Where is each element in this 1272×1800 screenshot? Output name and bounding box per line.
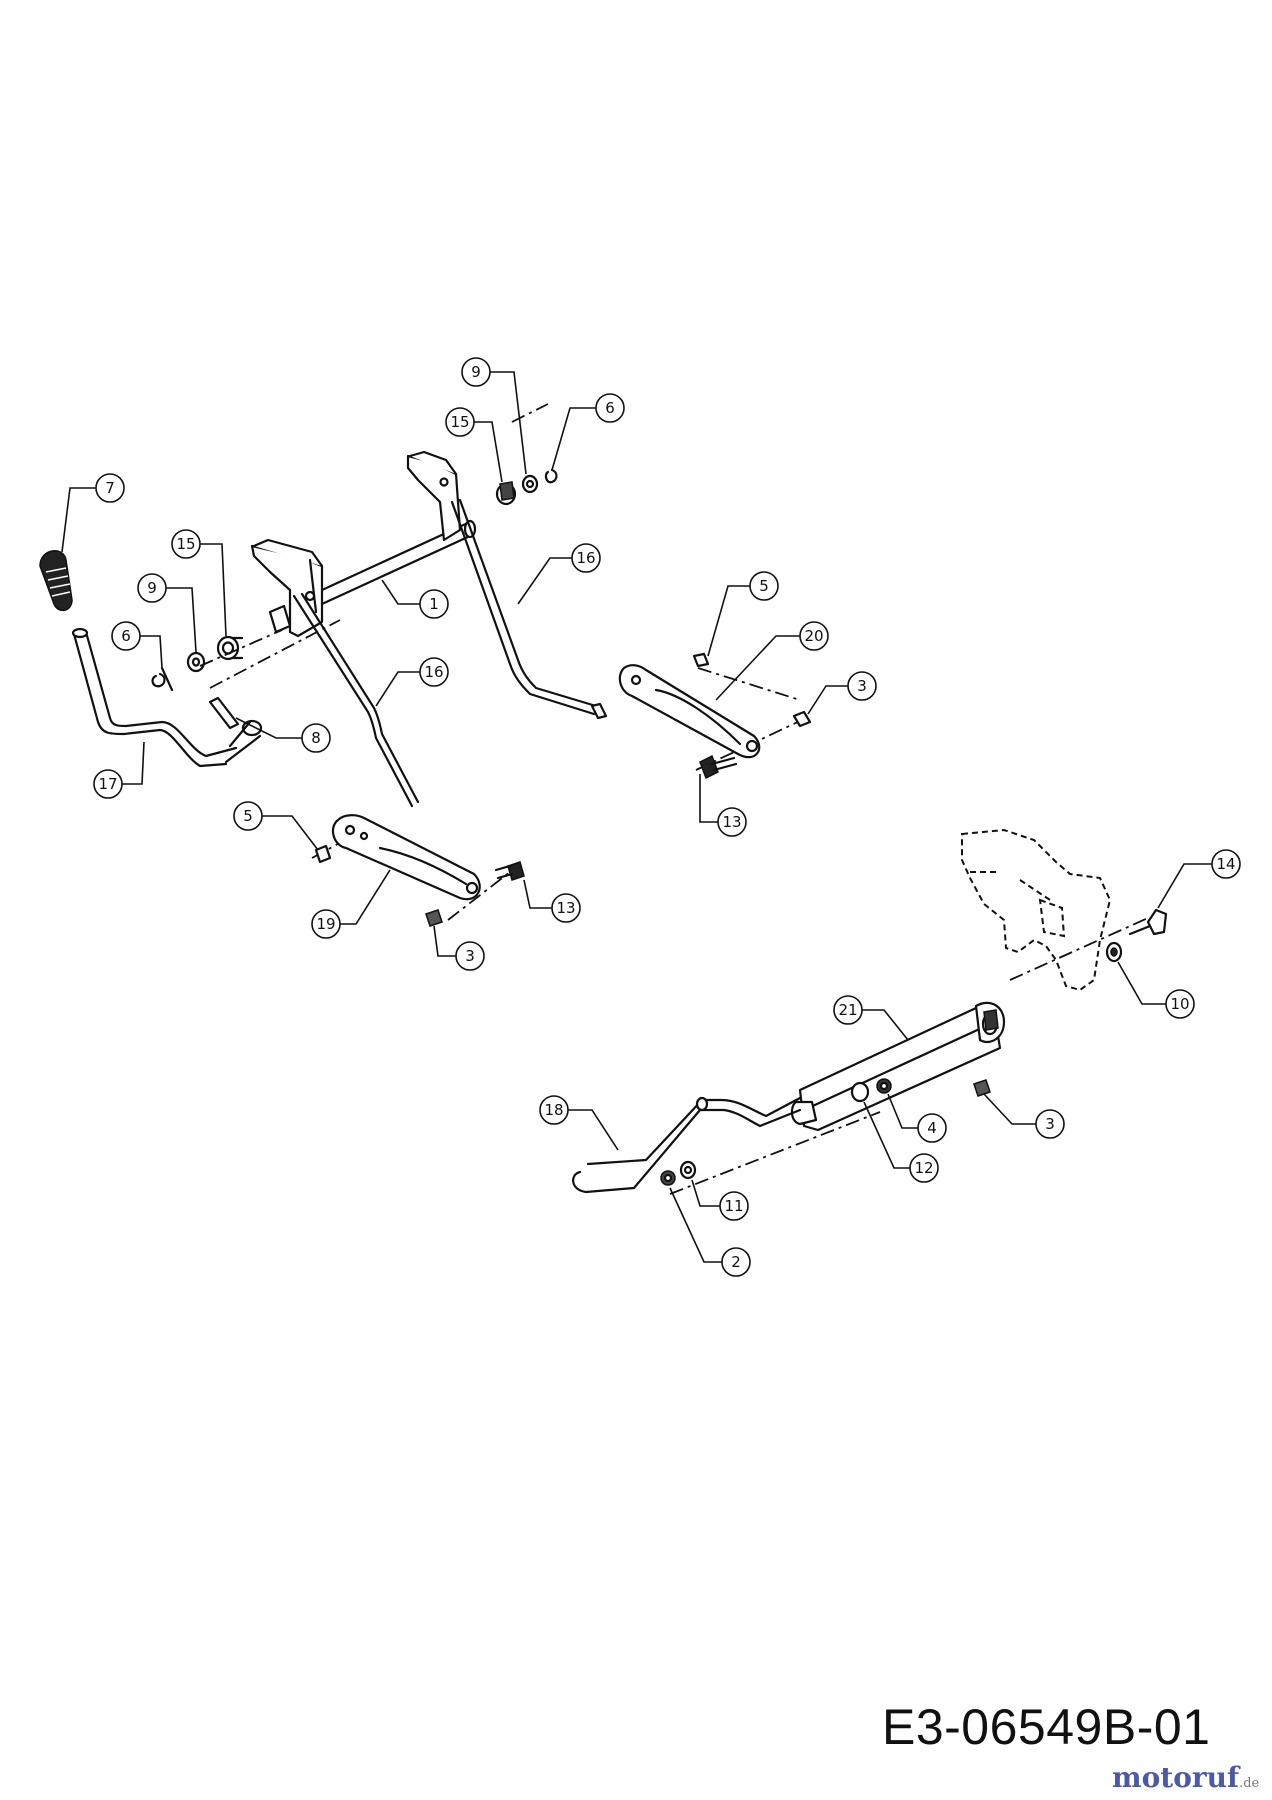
callout-13-right: 13 (699, 774, 747, 837)
part-21-axle-tube (790, 1001, 1006, 1132)
callout-1: 1 (381, 579, 449, 619)
svg-text:15: 15 (450, 413, 469, 431)
callout-4: 4 (887, 1093, 947, 1143)
callout-17: 17 (93, 741, 145, 799)
drawing-code: E3-06549B-01 (882, 1699, 1211, 1755)
part-9-washer-right (521, 474, 539, 494)
callout-6-left: 6 (111, 621, 163, 669)
callout-3-right-lower: 3 (983, 1093, 1065, 1139)
svg-text:8: 8 (311, 729, 321, 747)
svg-text:5: 5 (759, 577, 769, 595)
svg-text:16: 16 (576, 549, 595, 567)
brand-suffix: .de (1239, 1776, 1260, 1791)
callout-21: 21 (833, 995, 909, 1041)
part-19-side-plate (331, 814, 481, 901)
svg-text:5: 5 (243, 807, 253, 825)
part-6-hairpin-clip-right (544, 468, 558, 484)
callout-16-lower: 16 (375, 657, 449, 707)
svg-text:6: 6 (605, 399, 615, 417)
part-16-lift-link-lower (292, 592, 420, 808)
callout-19: 19 (311, 869, 391, 939)
part-5-screw-right (692, 652, 710, 668)
svg-text:18: 18 (544, 1101, 563, 1119)
callout-5-left: 5 (233, 801, 319, 851)
svg-text:19: 19 (316, 915, 335, 933)
svg-text:11: 11 (724, 1197, 743, 1215)
frame-bracket-reference (961, 828, 1112, 992)
part-13-bolt-right (699, 754, 738, 780)
svg-text:13: 13 (722, 813, 741, 831)
part-16-lift-link-upper (450, 498, 608, 720)
svg-text:3: 3 (465, 947, 475, 965)
svg-text:16: 16 (424, 663, 443, 681)
part-15-bushing-left (216, 635, 244, 661)
svg-text:10: 10 (1170, 995, 1189, 1013)
svg-text:6: 6 (121, 627, 131, 645)
svg-text:21: 21 (838, 1001, 857, 1019)
part-7-handle-grip (39, 550, 73, 612)
part-9-washer-left (186, 651, 206, 673)
part-2-nut (660, 1170, 676, 1186)
svg-text:9: 9 (471, 363, 481, 381)
callout-12: 12 (863, 1101, 939, 1183)
part-8-roll-pin (208, 696, 240, 730)
callout-18: 18 (539, 1095, 619, 1151)
brand-name: motoruf (1112, 1761, 1240, 1794)
callout-16-upper: 16 (517, 543, 601, 605)
svg-text:14: 14 (1216, 855, 1235, 873)
svg-text:2: 2 (731, 1253, 741, 1271)
svg-text:9: 9 (147, 579, 157, 597)
part-20-side-bracket (618, 664, 761, 759)
svg-text:4: 4 (927, 1119, 937, 1137)
part-6-hairpin-clip-left (151, 666, 174, 692)
brand-watermark: motoruf.de (1112, 1764, 1259, 1792)
part-3-nut-left (425, 909, 443, 927)
part-4-nut (876, 1078, 892, 1094)
part-10-washer (1105, 941, 1123, 963)
callout-15-left: 15 (171, 529, 227, 637)
part-3-nut-right-lower (973, 1079, 991, 1097)
callout-9-right: 9 (461, 357, 527, 475)
callout-13-left: 13 (523, 879, 581, 923)
svg-text:3: 3 (1045, 1115, 1055, 1133)
part-15-bushing-right (495, 481, 517, 506)
part-12-washer (850, 1081, 870, 1103)
svg-text:3: 3 (857, 677, 867, 695)
part-13-bolt-left (494, 861, 525, 881)
callout-3-right-upper: 3 (807, 671, 877, 715)
callout-15-right: 15 (445, 407, 503, 483)
part-14-shoulder-bolt (1128, 908, 1168, 936)
callout-2: 2 (669, 1187, 751, 1277)
svg-text:17: 17 (98, 775, 117, 793)
part-18-rear-rod (572, 1096, 802, 1194)
svg-text:12: 12 (914, 1159, 933, 1177)
callout-7: 7 (61, 473, 125, 553)
callout-20: 20 (715, 621, 829, 701)
svg-text:7: 7 (105, 479, 115, 497)
callout-11: 11 (691, 1179, 749, 1221)
callout-6-right: 6 (551, 393, 625, 471)
part-11-washer (679, 1160, 697, 1180)
svg-text:1: 1 (429, 595, 439, 613)
part-5-screw-left (314, 844, 332, 864)
callout-5-right: 5 (707, 571, 779, 657)
svg-text:13: 13 (556, 899, 575, 917)
callout-8: 8 (235, 717, 331, 753)
part-3-nut-right-upper (792, 710, 812, 728)
callout-9-left: 9 (137, 573, 197, 653)
callout-10: 10 (1117, 961, 1195, 1019)
callout-14: 14 (1157, 849, 1241, 909)
svg-text:15: 15 (176, 535, 195, 553)
callout-3-left: 3 (433, 925, 485, 971)
svg-text:20: 20 (804, 627, 823, 645)
